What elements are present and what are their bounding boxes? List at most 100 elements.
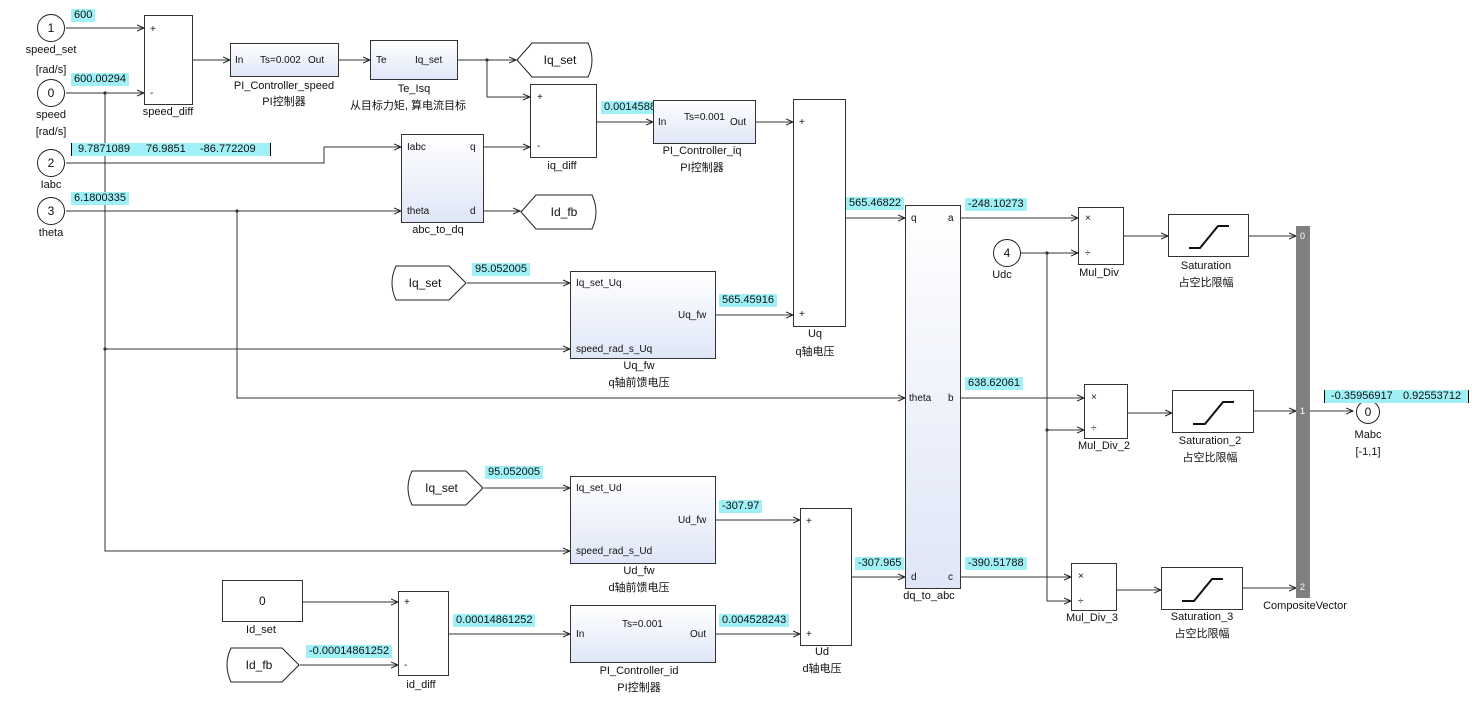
display-speed: 600.00294	[71, 73, 129, 86]
saturation-icon	[1193, 401, 1234, 425]
block-label: Ud_fw	[623, 565, 655, 577]
port-minus: -	[150, 88, 154, 99]
display-dq-c: -390.51788	[965, 557, 1027, 570]
port-out: Iq_set	[415, 55, 443, 66]
port-iq-set: Iq_set_Uq	[576, 278, 622, 289]
display-mabc: -0.35956917 0.92553712	[1324, 390, 1469, 403]
display-iq-diff: 0.0014588	[601, 101, 659, 114]
block-label: PI_Controller_id	[599, 665, 679, 677]
te-isq-block[interactable]: Te Iq_set	[370, 40, 458, 80]
inport-theta[interactable]: 3	[37, 197, 65, 225]
port-q: q	[470, 142, 476, 153]
block-label: dq_to_abc	[903, 590, 955, 602]
saturation-3-block[interactable]	[1161, 567, 1243, 610]
block-sublabel: PI控制器	[680, 162, 724, 174]
block-param: Ts=0.002	[260, 55, 301, 66]
block-label: Mul_Div_2	[1078, 440, 1130, 452]
from-iq-set-ud[interactable]: Iq_set	[403, 470, 484, 506]
from-iq-set-uq[interactable]: Iq_set	[387, 265, 467, 301]
id-set-constant-block[interactable]: 0	[222, 580, 303, 622]
inport-number: 4	[1003, 246, 1011, 260]
display-iabc-value: 76.9851	[146, 143, 186, 155]
block-label: Uq	[807, 328, 823, 340]
port-divide: ÷	[1091, 423, 1097, 434]
port-d: d	[911, 572, 917, 583]
uq-fw-block[interactable]: Iq_set_Uq speed_rad_s_Uq Uq_fw	[570, 271, 716, 359]
outport-number: 0	[1364, 405, 1372, 419]
inport-number: 2	[47, 156, 55, 170]
inport-label: speed_set	[25, 44, 77, 56]
port-divide: ÷	[1078, 596, 1084, 607]
inport-speed-set[interactable]: 1	[37, 14, 65, 42]
block-sublabel: 占空比限幅	[1182, 452, 1238, 464]
port-iabc: Iabc	[407, 142, 426, 153]
display-speed-set: 600	[71, 9, 96, 22]
port-d: d	[470, 206, 476, 217]
outport-label: Mabc	[1354, 429, 1382, 441]
block-label: Uq_fw	[623, 360, 655, 372]
iq-diff-block[interactable]: + -	[530, 84, 597, 158]
tag-label: Iq_set	[408, 276, 442, 290]
dq-to-abc-block[interactable]: q theta d a b c	[905, 205, 961, 589]
port-out: Uq_fw	[678, 310, 707, 321]
port-speed: speed_rad_s_Ud	[576, 546, 653, 557]
block-label: Te_Isq	[397, 83, 431, 95]
inport-number: 3	[47, 204, 55, 218]
port-multiply: ×	[1078, 571, 1084, 582]
display-iabc-value: 9.7871089	[78, 143, 130, 155]
port-minus: -	[404, 660, 408, 671]
block-sublabel: q轴前馈电压	[608, 377, 670, 389]
port-plus: +	[537, 92, 543, 103]
display-uq: 565.46822	[846, 197, 904, 210]
mul-div-2-block[interactable]: × ÷	[1084, 384, 1128, 439]
inport-udc[interactable]: 4	[993, 239, 1021, 267]
mul-div-block[interactable]: × ÷	[1078, 207, 1124, 265]
block-label: PI_Controller_speed	[233, 80, 335, 92]
port-q: q	[911, 213, 917, 224]
from-tag-shape	[391, 265, 467, 301]
port-out: Ud_fw	[678, 515, 707, 526]
goto-id-fb[interactable]: Id_fb	[520, 194, 602, 230]
abc-to-dq-block[interactable]: Iabc theta q d	[401, 134, 484, 223]
inport-iabc[interactable]: 2	[37, 149, 65, 177]
display-dq-b: 638.62061	[965, 377, 1023, 390]
goto-iq-set[interactable]: Iq_set	[516, 42, 598, 78]
pi-controller-speed-block[interactable]: In Ts=0.002 Out	[230, 43, 339, 77]
from-id-fb[interactable]: Id_fb	[222, 647, 300, 683]
display-ud: -307.965	[855, 557, 905, 570]
speed-diff-block[interactable]: + -	[144, 15, 193, 105]
id-diff-block[interactable]: + -	[398, 591, 449, 676]
tag-label: Id_fb	[245, 658, 273, 672]
saturation-icon	[1189, 225, 1229, 249]
port-in: In	[235, 55, 244, 66]
block-label: Id_set	[246, 624, 276, 636]
ud-fw-block[interactable]: Iq_set_Ud speed_rad_s_Ud Ud_fw	[570, 476, 716, 564]
port-plus: +	[806, 629, 812, 640]
uq-sum-block[interactable]: + +	[793, 99, 846, 327]
inport-label: Iabc	[40, 179, 62, 191]
block-param: Ts=0.001	[684, 112, 725, 123]
mul-div-3-block[interactable]: × ÷	[1071, 563, 1117, 611]
pi-controller-iq-block[interactable]: In Ts=0.001 Out	[653, 100, 756, 144]
block-label: PI_Controller_iq	[662, 145, 742, 157]
saturation-2-block[interactable]	[1172, 390, 1254, 433]
block-sublabel: 占空比限幅	[1174, 628, 1230, 640]
inport-number: 0	[47, 86, 55, 100]
saturation-block[interactable]	[1168, 214, 1249, 257]
ud-sum-block[interactable]: + +	[800, 508, 852, 646]
block-label: speed_diff	[142, 106, 194, 118]
outport-mabc[interactable]: 0	[1356, 400, 1380, 424]
port-out: Out	[730, 117, 747, 128]
inport-speed[interactable]: 0	[37, 79, 65, 107]
block-label: Ud	[814, 646, 830, 658]
composite-port: 1	[1300, 406, 1306, 416]
composite-vector-block[interactable]: 0 1 2	[1296, 226, 1310, 598]
port-plus: +	[150, 24, 156, 35]
tag-label: Iq_set	[543, 53, 577, 67]
port-b: b	[948, 393, 954, 404]
tag-label: Id_fb	[550, 205, 578, 219]
block-sublabel: 从目标力矩, 算电流目标	[349, 100, 467, 112]
display-mabc-value: -0.35956917	[1331, 390, 1393, 402]
pi-controller-id-block[interactable]: In Ts=0.001 Out	[570, 605, 716, 663]
port-speed: speed_rad_s_Uq	[576, 344, 653, 355]
